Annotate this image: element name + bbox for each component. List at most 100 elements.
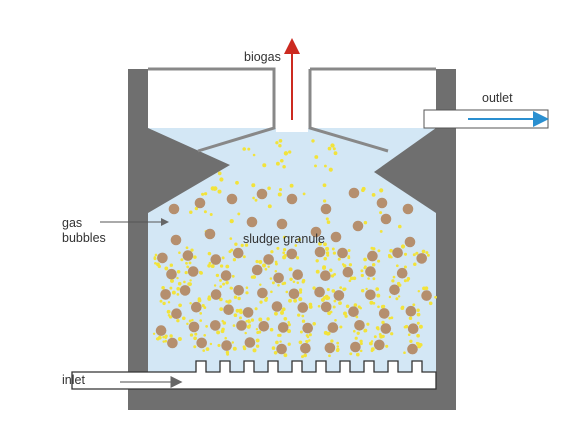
gas-bubble bbox=[245, 319, 249, 323]
gas-bubble bbox=[242, 255, 246, 259]
gas-bubble bbox=[325, 246, 330, 251]
gas-bubble bbox=[225, 300, 229, 303]
sludge-granule bbox=[263, 254, 274, 265]
gas-bubble bbox=[252, 153, 256, 157]
gas-label: gas bbox=[62, 216, 82, 230]
gas-bubble bbox=[352, 276, 357, 281]
sludge-granule bbox=[236, 320, 247, 331]
gas-bubble bbox=[222, 321, 227, 325]
gas-bubble bbox=[240, 243, 244, 248]
gas-bubble bbox=[266, 317, 270, 321]
gas-bubble bbox=[396, 281, 401, 286]
gas-bubble bbox=[372, 301, 376, 305]
gas-bubble bbox=[221, 319, 224, 323]
gas-bubble bbox=[169, 263, 174, 267]
gas-bubble bbox=[210, 264, 215, 269]
gas-bubble bbox=[264, 298, 268, 302]
gas-bubble bbox=[395, 297, 399, 301]
gas-bubble bbox=[377, 305, 380, 309]
gas-bubble bbox=[418, 324, 423, 329]
gas-bubble bbox=[231, 274, 235, 278]
gas-bubble bbox=[388, 254, 392, 259]
gas-bubble bbox=[333, 272, 337, 276]
gas-bubble bbox=[255, 259, 259, 264]
gas-bubble bbox=[219, 285, 223, 288]
gas-bubble bbox=[248, 324, 252, 327]
sludge-granule bbox=[392, 247, 403, 259]
gas-bubble bbox=[157, 335, 162, 340]
gas-bubble bbox=[303, 353, 308, 358]
sludge-granule bbox=[246, 216, 258, 228]
gas-bubble bbox=[363, 266, 367, 270]
gas-bubble bbox=[271, 346, 276, 350]
sludge-granule bbox=[288, 288, 300, 300]
sludge-granule bbox=[168, 203, 180, 215]
gas-bubble bbox=[349, 352, 353, 356]
sludge-granule bbox=[327, 322, 339, 333]
gas-bubble bbox=[244, 331, 247, 335]
gas-bubble bbox=[242, 345, 246, 349]
gas-bubble bbox=[403, 279, 407, 283]
gas-bubble bbox=[251, 183, 256, 188]
gas-bubble bbox=[255, 338, 260, 343]
gas-bubble bbox=[353, 303, 358, 307]
gas-bubble bbox=[219, 177, 224, 182]
gas-bubble bbox=[408, 316, 413, 321]
sludge-granule bbox=[223, 304, 234, 316]
sludge-granule bbox=[286, 193, 298, 205]
gas-bubble bbox=[434, 295, 437, 299]
gas-bubble bbox=[372, 247, 376, 251]
gas-bubble bbox=[283, 151, 289, 156]
sludge-granule bbox=[242, 307, 254, 318]
gas-bubble bbox=[164, 335, 167, 339]
gas-bubble bbox=[159, 299, 163, 303]
gas-bubble bbox=[162, 340, 165, 343]
gas-bubble bbox=[326, 253, 330, 257]
gas-bubble bbox=[299, 290, 303, 294]
gas-bubble bbox=[379, 211, 383, 215]
sludge-granule bbox=[320, 203, 332, 215]
sludge-granule bbox=[300, 343, 311, 354]
gas-bubble bbox=[275, 141, 279, 145]
gas-bubble bbox=[323, 164, 327, 168]
gas-bubble bbox=[329, 310, 333, 314]
gas-bubble bbox=[219, 307, 224, 312]
sludge-granule bbox=[324, 342, 336, 354]
gas-bubble bbox=[245, 291, 249, 295]
gas-bubble bbox=[296, 256, 299, 260]
gas-bubble bbox=[267, 265, 270, 269]
gas-bubble bbox=[170, 278, 174, 283]
gas-bubble bbox=[425, 251, 429, 255]
gas-bubble bbox=[409, 339, 413, 343]
sludge-granule bbox=[155, 325, 167, 336]
gas-bubble bbox=[390, 316, 394, 320]
sludge-granule bbox=[350, 341, 361, 353]
sludge-granule bbox=[314, 246, 326, 258]
sludge-granule bbox=[244, 337, 256, 348]
gas-bubble bbox=[377, 259, 381, 263]
gas-bubble bbox=[331, 247, 335, 251]
left-deflector bbox=[148, 128, 230, 213]
gas-bubble bbox=[229, 237, 233, 240]
gas-bubble bbox=[354, 336, 358, 340]
sludge-granule bbox=[374, 339, 385, 351]
sludge-granule-label: sludge granule bbox=[243, 232, 325, 246]
gas-bubble bbox=[189, 333, 194, 337]
gas-bubble bbox=[418, 343, 423, 347]
gas-bubble bbox=[162, 335, 165, 339]
gas-bubble bbox=[347, 256, 351, 260]
gas-bubble bbox=[255, 344, 260, 348]
gas-bubble bbox=[282, 251, 286, 255]
gas-bubble bbox=[403, 351, 406, 355]
gas-bubble bbox=[355, 315, 359, 319]
gas-hood-left bbox=[148, 67, 276, 153]
gas-bubble bbox=[415, 251, 419, 255]
sludge-granule bbox=[210, 320, 221, 331]
gas-bubble bbox=[176, 276, 179, 280]
gas-bubble bbox=[395, 264, 399, 268]
gas-bubble bbox=[308, 333, 312, 337]
sludge-granule bbox=[286, 248, 298, 260]
gas-bubble bbox=[222, 282, 226, 286]
gas-bubble bbox=[325, 251, 330, 255]
